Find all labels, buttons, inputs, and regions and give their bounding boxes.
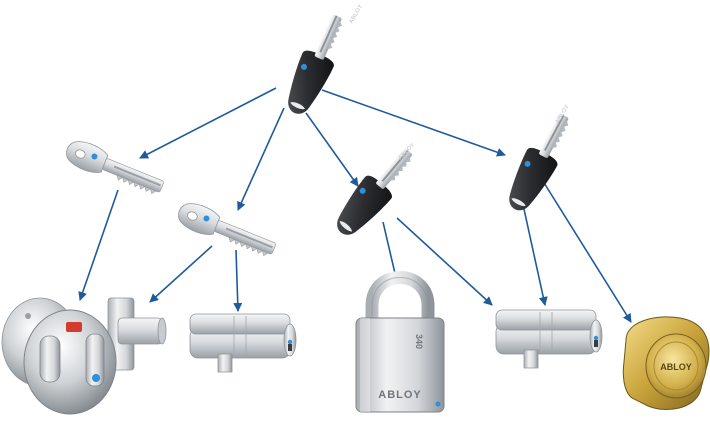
key-icon bbox=[278, 9, 354, 120]
arrow-key-left-2-to-deadbolt bbox=[149, 245, 213, 303]
padlock-model: 340 bbox=[414, 334, 424, 349]
key-left-1 bbox=[61, 135, 168, 200]
padlock-brand: ABLOY bbox=[378, 389, 422, 401]
arrow-key-left-1-to-deadbolt bbox=[78, 189, 119, 301]
arrow-key-right-to-rim-cylinder bbox=[540, 177, 632, 323]
cylinder-icon bbox=[495, 309, 603, 369]
master-key: ABLOY bbox=[278, 4, 365, 120]
arrow-key-right-to-cylinder-2 bbox=[521, 199, 548, 306]
key-right: ABLOY bbox=[499, 104, 580, 218]
rim-cylinder-icon bbox=[622, 316, 710, 410]
arrow-master-to-key-left-1 bbox=[139, 87, 277, 159]
arrow-master-to-key-center bbox=[305, 112, 359, 187]
deadbolt-lock bbox=[1, 297, 167, 415]
arrows bbox=[78, 87, 632, 323]
rim-cylinder-brand: ABLOY bbox=[660, 362, 692, 372]
arrow-master-to-key-left-2 bbox=[237, 107, 285, 211]
arrow-key-left-2-to-cylinder-1 bbox=[233, 249, 243, 312]
key-icon bbox=[499, 107, 580, 218]
key-icon bbox=[61, 135, 168, 200]
padlock-icon bbox=[355, 271, 445, 413]
padlock: 340 ABLOY bbox=[355, 271, 445, 413]
euro-cylinder-1 bbox=[189, 313, 297, 373]
key-icon bbox=[173, 197, 280, 262]
arrow-key-center-to-cylinder-2 bbox=[396, 217, 493, 306]
key-left-2 bbox=[173, 197, 280, 262]
euro-cylinder-2 bbox=[495, 309, 603, 369]
deadbolt-icon bbox=[1, 297, 167, 415]
cylinder-icon bbox=[189, 313, 297, 373]
rim-cylinder: ABLOY bbox=[622, 316, 710, 410]
master-key-brand: ABLOY bbox=[349, 4, 365, 25]
arrow-master-to-key-right bbox=[321, 89, 506, 157]
